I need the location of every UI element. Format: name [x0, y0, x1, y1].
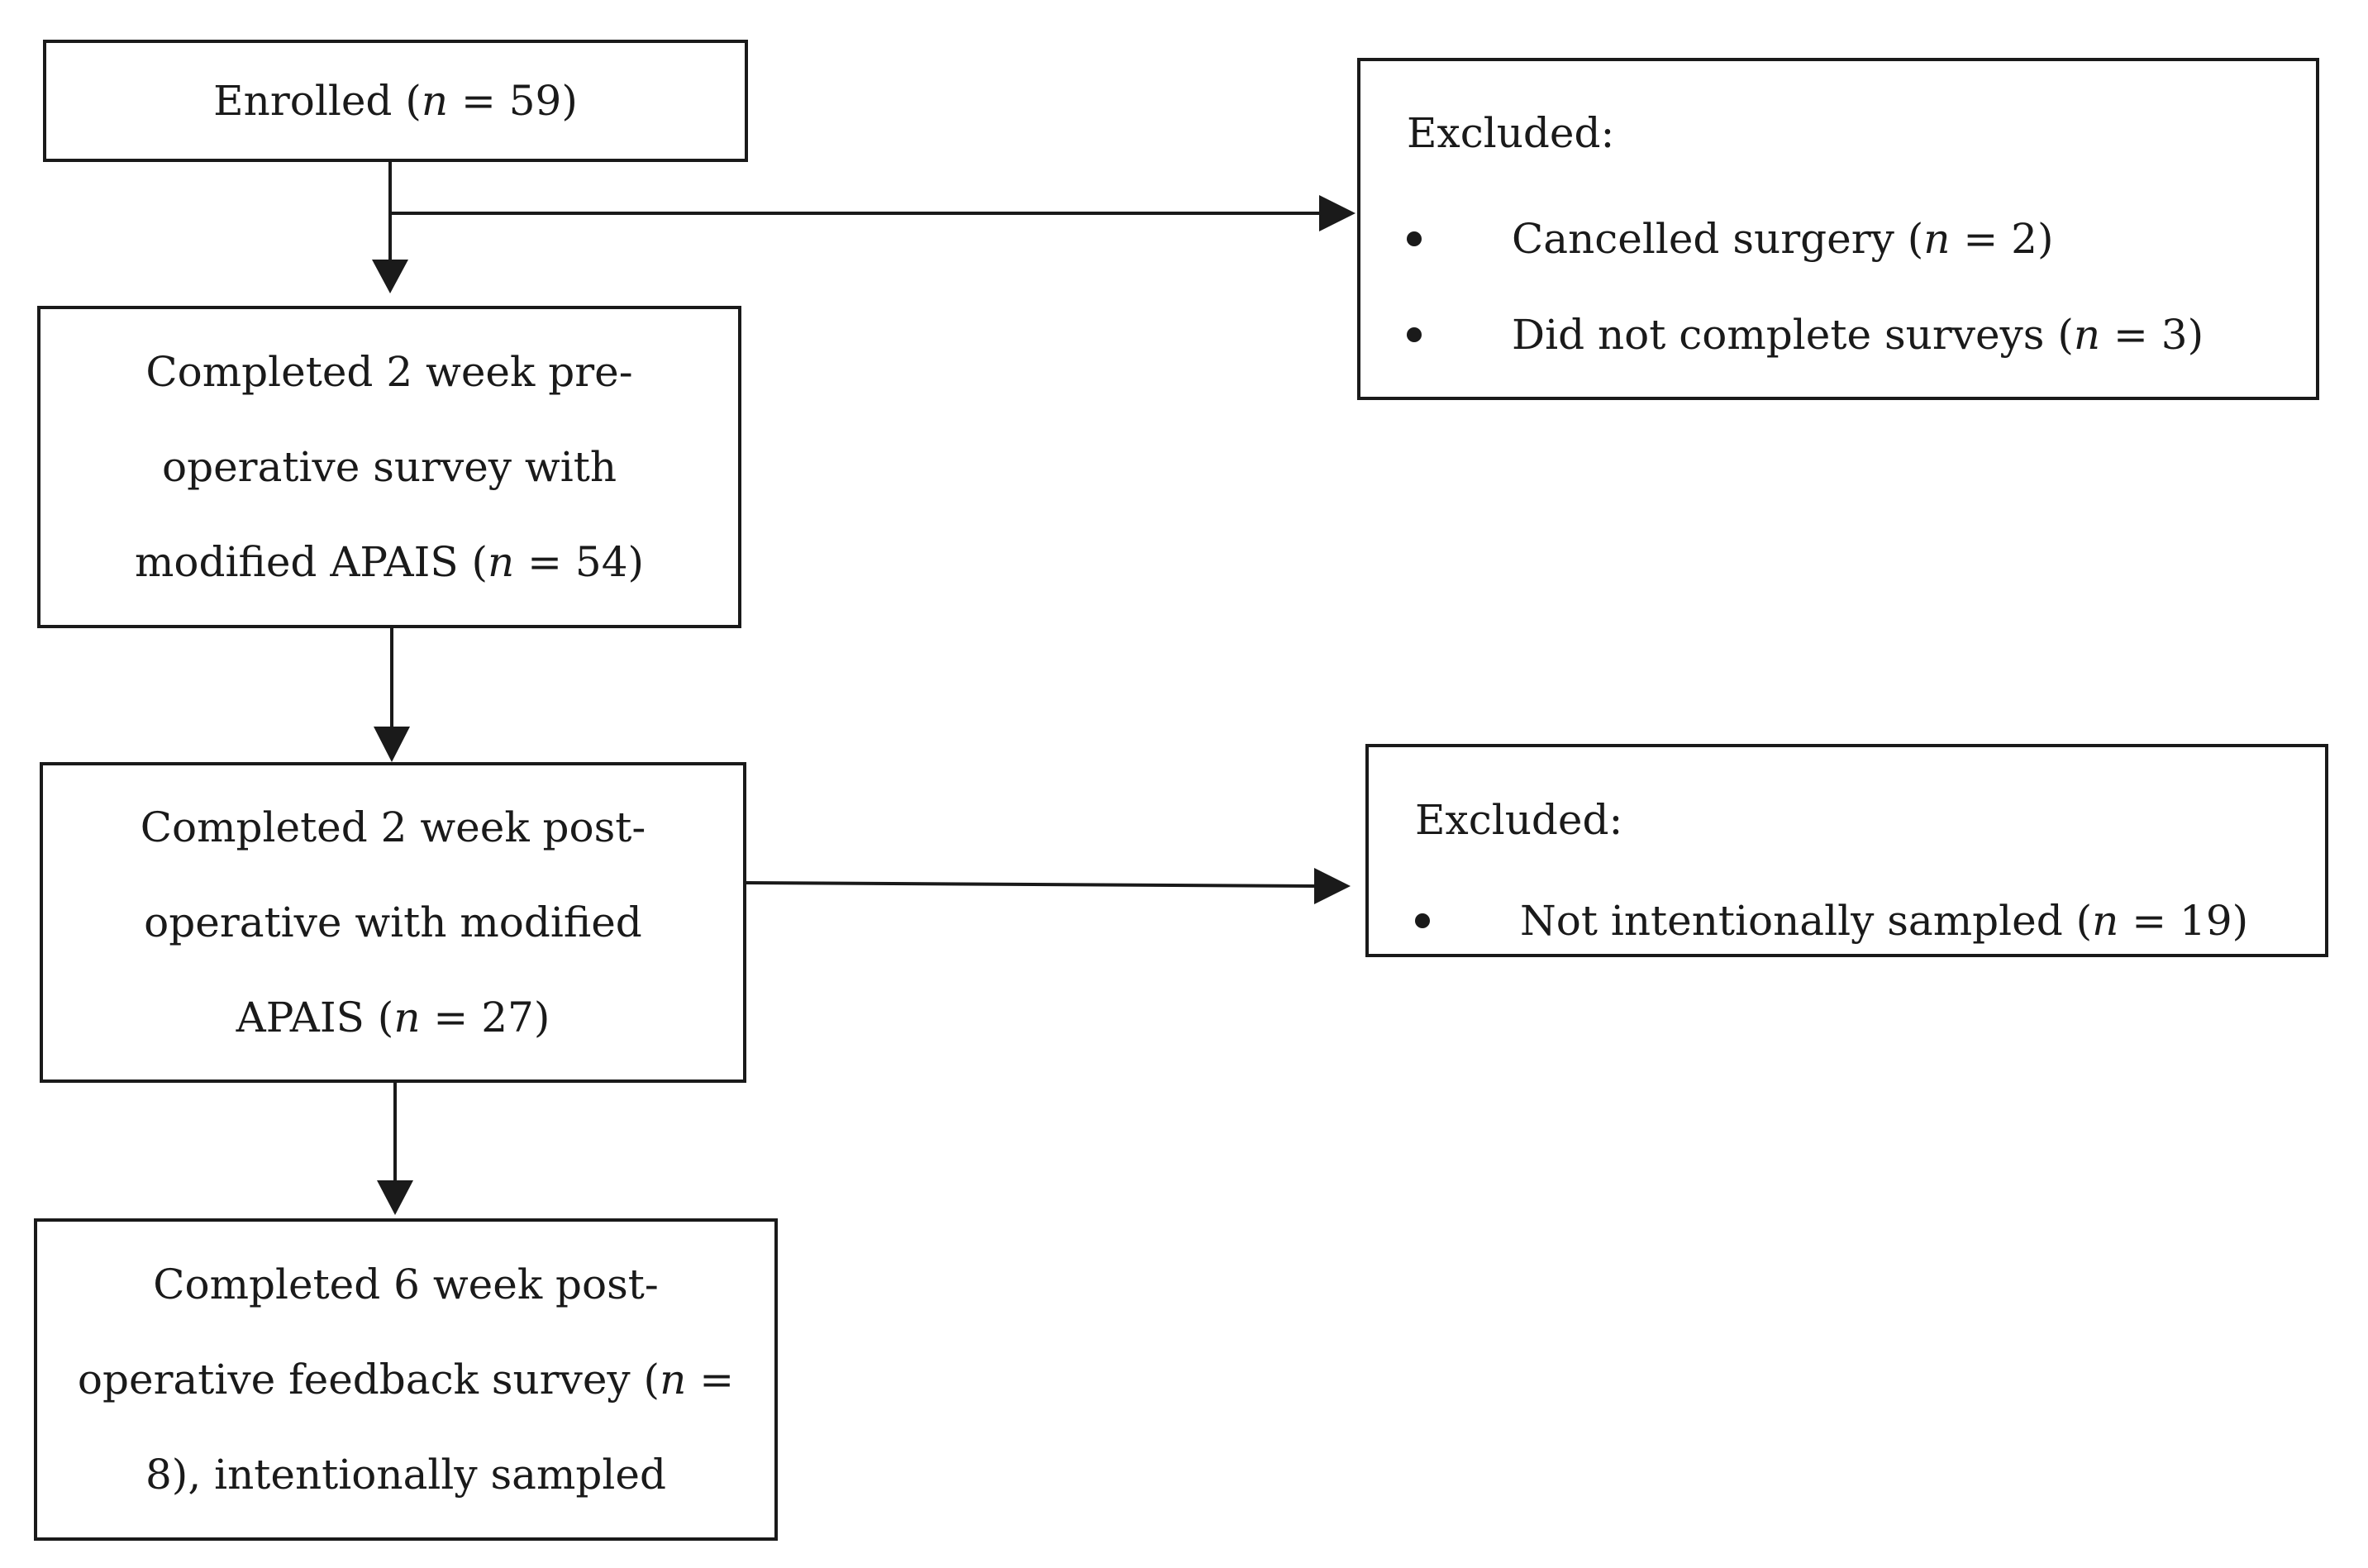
arrow-enrolled-to-exclusion-1 — [390, 195, 1356, 231]
postop-survey-box: Completed 2 week post- operative with mo… — [40, 762, 746, 1083]
feedback-survey-label: Completed 6 week post- operative feedbac… — [77, 1260, 735, 1499]
feedback-survey-box: Completed 6 week post- operative feedbac… — [34, 1218, 778, 1541]
bullet-icon — [1407, 314, 1432, 355]
exclusion-box-1: Excluded: Cancelled surgery (n = 2) Did … — [1357, 58, 2319, 400]
enrolled-label: Enrolled (n = 59) — [213, 76, 578, 125]
exclusion-1-item-1: Cancelled surgery (n = 2) — [1512, 215, 2054, 263]
bullet-icon — [1407, 218, 1432, 260]
exclusion-box-2: Excluded: Not intentionally sampled (n =… — [1365, 744, 2328, 957]
arrow-postop-to-exclusion-2 — [746, 868, 1351, 904]
postop-survey-label: Completed 2 week post- operative with mo… — [140, 803, 646, 1041]
arrow-enrolled-to-preop — [372, 162, 408, 293]
preop-survey-label: Completed 2 week pre- operative survey w… — [134, 347, 645, 586]
exclusion-1-item-2: Did not complete surveys (n = 3) — [1512, 311, 2204, 359]
arrow-preop-to-postop — [374, 627, 410, 762]
preop-survey-box: Completed 2 week pre- operative survey w… — [37, 306, 741, 628]
enrolled-box: Enrolled (n = 59) — [43, 40, 748, 162]
exclusion-2-title: Excluded: — [1415, 796, 1623, 844]
exclusion-1-title: Excluded: — [1407, 109, 1615, 157]
arrow-postop-to-feedback — [377, 1081, 413, 1215]
bullet-icon — [1415, 900, 1440, 941]
exclusion-2-item-1: Not intentionally sampled (n = 19) — [1520, 897, 2249, 945]
